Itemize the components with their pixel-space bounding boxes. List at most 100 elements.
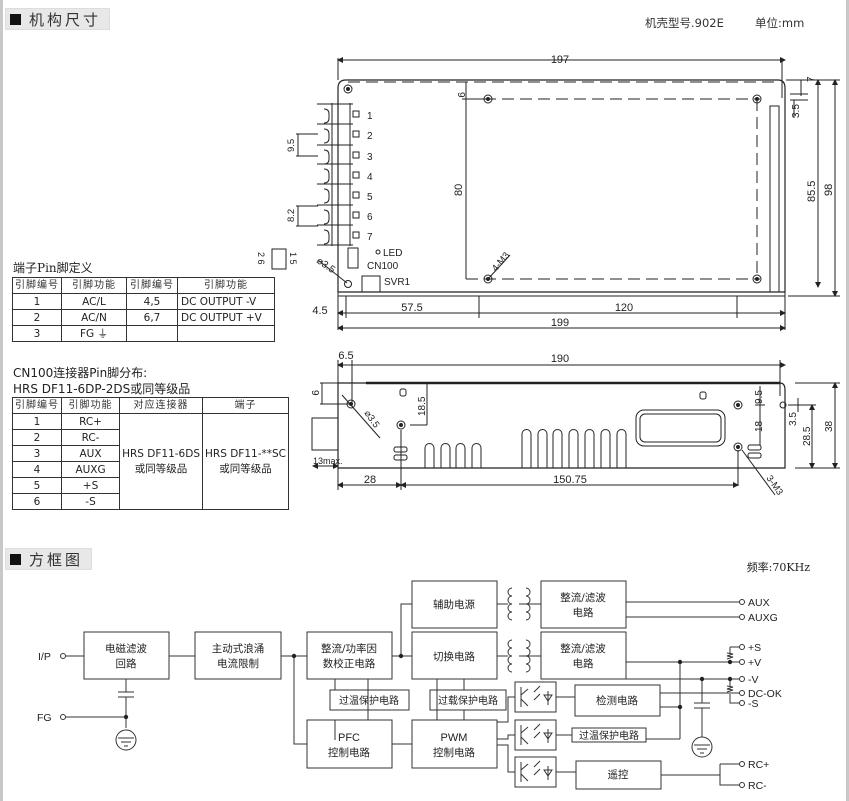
inrush-label-2: 电流限制 [217,657,259,670]
rect-main-label-1: 整流/滤波 [560,642,606,655]
pcb-outline [348,81,774,280]
bullet-square-icon [10,13,21,25]
detect-block [574,684,661,717]
rc-minus-terminal[interactable] [739,782,745,788]
unit-label: 单位:mm [755,16,805,30]
output-label: AUXG [748,612,778,624]
output-label: AUX [748,597,770,609]
cn100-pins-left: 2 6 [256,252,266,265]
dim-8-2: 8.2 [286,209,297,222]
output-label: +V [748,657,761,669]
dim-6-5: 6.5 [338,350,353,362]
rect-aux-label-1: 整流/滤波 [560,591,606,604]
cell: 6,7 [126,309,178,326]
output-label: +S [748,642,761,654]
table-row: 2 AC/N 6,7 DC OUTPUT +V [12,309,275,326]
dim-190: 190 [551,353,569,365]
cn100-table-title-2: HRS DF11-6DP-2DS或同等级品 [13,382,191,396]
dim-38: 38 [824,420,835,432]
fg-label: FG [37,712,52,724]
terminal-pin-table: 引脚编号 引脚功能 引脚编号 引脚功能 1 AC/L 4,5 DC OUTPUT… [12,277,275,342]
cn100-connector [347,247,359,269]
led-label: LED [383,248,402,259]
dim-18-5: 18.5 [417,396,428,416]
dim-3-5: 3.5 [791,104,802,118]
pwm-ctrl-label-2: 控制电路 [433,746,475,759]
fg-terminal[interactable] [60,714,66,720]
connector-name: HRS DF11-6DS [122,447,200,460]
transformer-icon [497,587,541,621]
rectifier-main-block [540,631,627,680]
left-border [0,0,3,801]
emi-filter-block [83,631,170,680]
corner-hole [344,280,352,288]
bullet-square-icon [10,553,21,565]
plus-s-terminal[interactable] [739,644,745,650]
aux-terminal[interactable] [739,599,745,605]
dim-7: 7 [806,76,817,82]
led-icon [375,249,381,255]
case-model: 机壳型号.902E [645,16,724,30]
dim-side-9: 9 [309,390,320,396]
rect-main-label-2: 电路 [573,657,594,670]
transformer-icon [497,639,541,673]
minus-v-terminal[interactable] [739,676,745,682]
mechanical-section-header: 机构尺寸 [5,8,111,30]
optocoupler-icon [514,756,557,788]
rect-aux-label-2: 电路 [573,606,594,619]
mechanical-drawing: 197 199 4.5 57.5 120 9 80 7 3.5 85.5 98 … [256,54,840,497]
inrush-limit-block [194,631,282,680]
frequency-label: 频率:70KHz [747,560,811,574]
output-label: -V [748,674,759,686]
table-row: 1 RC+ HRS DF11-6DS 或同等级品 HRS DF11-**SC 或… [12,413,289,510]
top-view-outline [337,79,786,297]
ground-icon [691,736,713,758]
section-title: 方框图 [29,550,84,569]
optocoupler-icon [514,681,557,713]
pfc-ctrl-label-1: PFC [338,732,360,744]
inrush-label-1: 主动式浪涌 [212,642,265,655]
otp1-label: 过温保护电路 [339,694,399,707]
output-label: -S [748,698,759,710]
table-row: 1 AC/L 4,5 DC OUTPUT -V [12,293,275,310]
plus-v-terminal[interactable] [739,659,745,665]
optocoupler-icon [514,719,557,751]
auxg-terminal[interactable] [739,614,745,620]
terminal-number: 4 [367,172,373,183]
dim-80: 80 [453,184,465,196]
cn100-pinout-icon [271,248,287,270]
cell: 3 [12,325,62,342]
minus-s-terminal[interactable] [739,700,745,706]
connector-equiv: 或同等级品 [134,462,188,475]
side-hole [396,420,406,430]
dc-ok-terminal[interactable] [739,690,745,696]
pwm-control-block [411,719,498,769]
block-diagram-section-header: 方框图 [5,548,93,570]
rc-plus-terminal[interactable] [739,761,745,767]
cell [177,325,275,342]
dim-98: 98 [823,184,835,196]
cell: RC- [60,429,121,446]
remote-label: 遥控 [608,768,629,781]
section-title: 机构尺寸 [29,10,102,29]
pfc-rect-label-1: 整流/功率因 [321,642,377,655]
terminal-number: 5 [367,192,373,203]
dim-18: 18 [754,420,765,432]
dim-199: 199 [551,317,569,329]
output-label: RC+ [748,759,769,771]
dim-9-5: 9.5 [286,139,297,152]
mount-hole [752,274,762,284]
ip-terminal[interactable] [60,653,66,659]
rectifier-aux-block [540,580,627,629]
svr1-label: SVR1 [384,277,411,288]
cn100-pin-table: 引脚编号 引脚功能 对应连接器 端子 1 RC+ HRS DF11-6DS 或同… [12,397,289,510]
otp2-label: 过温保护电路 [579,729,639,742]
output-label: RC- [748,780,767,792]
cell: FG ⏚ [61,325,127,342]
vent-slots [424,429,627,468]
pfc-ctrl-label-2: 控制电路 [328,746,370,759]
dim-9: 9 [455,92,466,98]
cn100-pins-right: 1 5 [288,252,298,265]
cell: DC OUTPUT +V [177,309,275,326]
